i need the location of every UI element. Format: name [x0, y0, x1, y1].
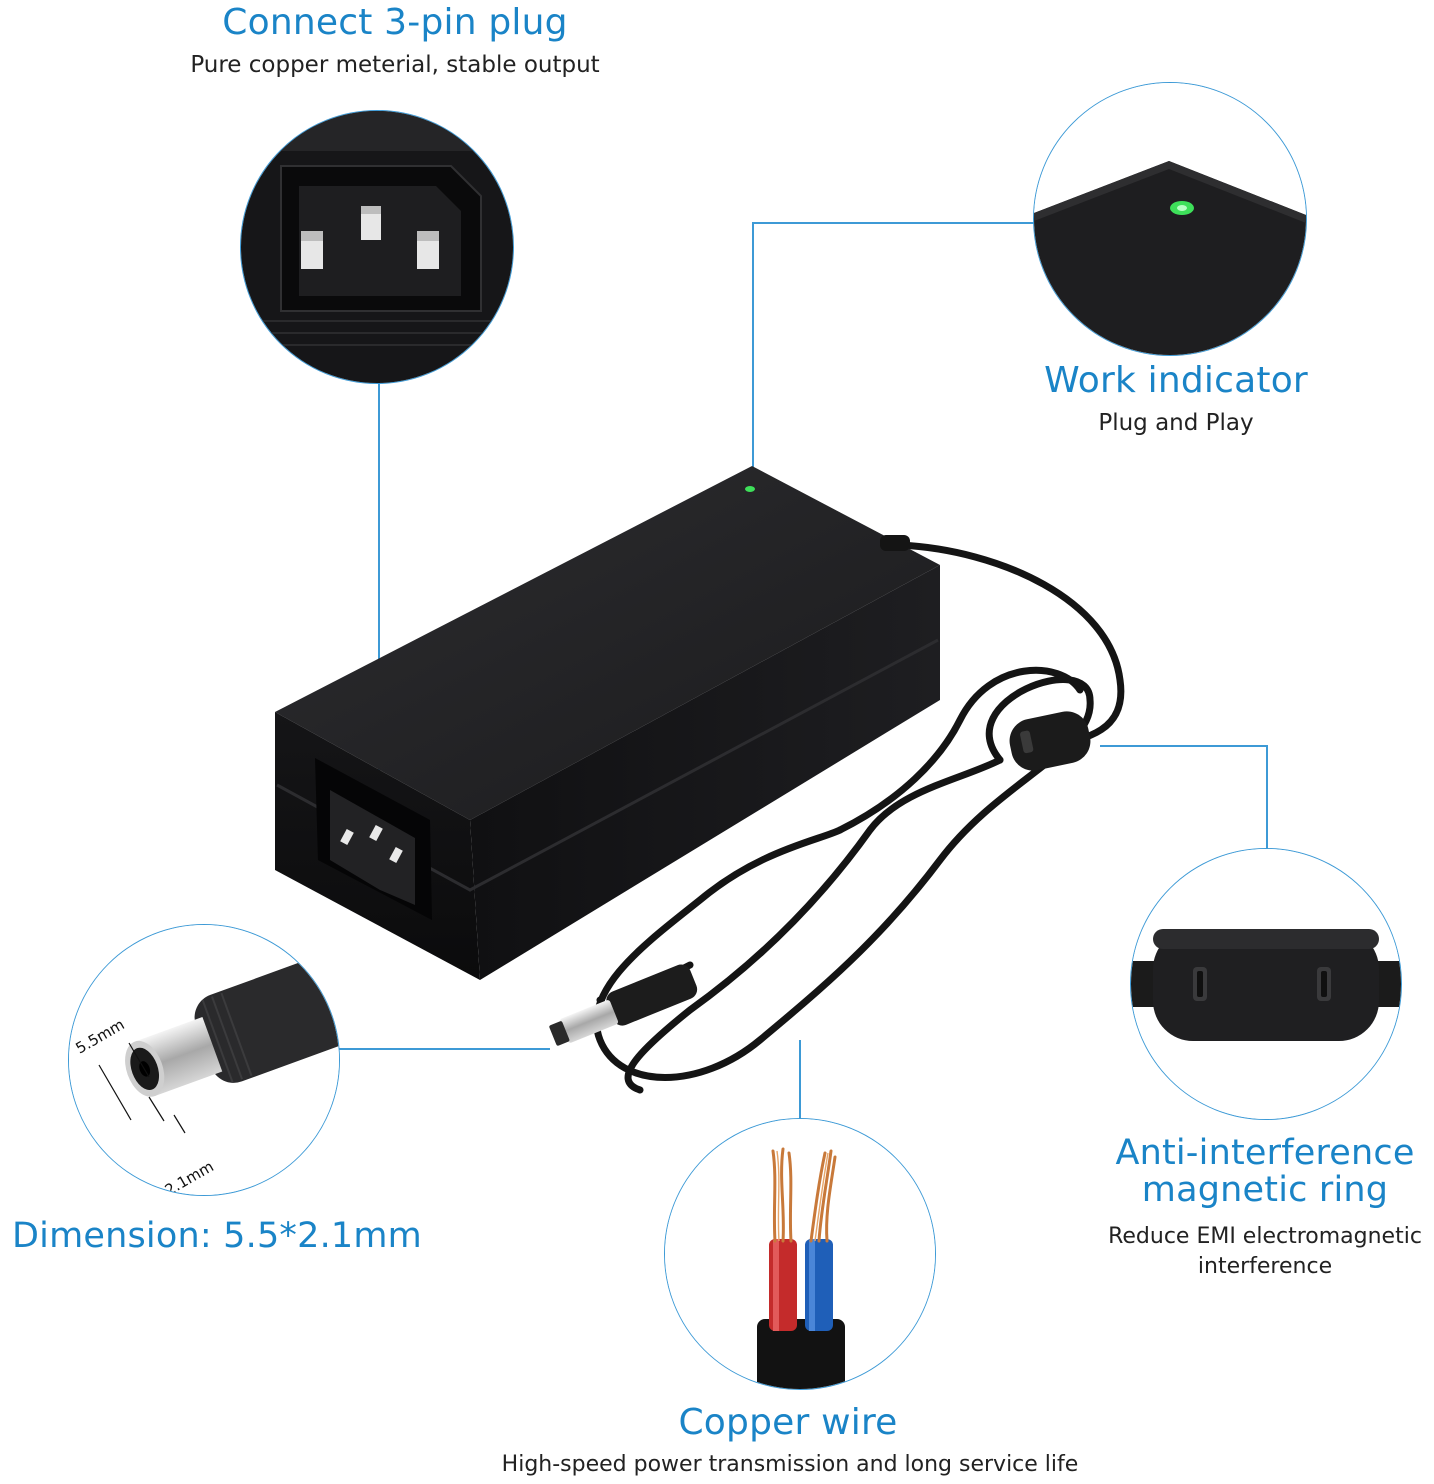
- dc-plug: [549, 964, 698, 1046]
- ring-feature-subtitle-line2: interference: [1197, 1254, 1333, 1279]
- ring-callout-line-v: [1266, 745, 1268, 849]
- ring-callout-line-h: [1100, 745, 1266, 747]
- dc-cable: [593, 541, 1125, 1094]
- ring-closeup-circle: [1130, 848, 1402, 1120]
- green-led-closeup-icon: [1034, 83, 1306, 355]
- indicator-feature-subtitle: Plug and Play: [1098, 410, 1254, 436]
- copper-closeup-circle: [664, 1118, 936, 1390]
- indicator-feature-title: Work indicator: [1044, 360, 1308, 401]
- dimension-closeup-circle: 5.5mm 2.1mm: [68, 924, 340, 1196]
- dimension-callout-line: [336, 1048, 550, 1050]
- plug-closeup-circle: [240, 110, 514, 384]
- adapter-body: [275, 466, 940, 980]
- copper-callout-line: [799, 1040, 801, 1120]
- iec-plug-closeup-icon: [241, 111, 513, 383]
- indicator-callout-line-h: [752, 222, 1036, 224]
- plug-feature-title: Connect 3-pin plug: [222, 2, 568, 43]
- copper-feature-subtitle: High-speed power transmission and long s…: [501, 1452, 1079, 1477]
- copper-wire-closeup-icon: [665, 1119, 935, 1389]
- plug-feature-subtitle: Pure copper meterial, stable output: [190, 52, 600, 78]
- plug-callout-line: [378, 378, 380, 828]
- ring-feature-title-line1: Anti-interference: [1115, 1133, 1415, 1173]
- dc-barrel-connector-closeup-icon: 5.5mm 2.1mm: [69, 925, 339, 1195]
- indicator-callout-line-v: [752, 222, 754, 484]
- ring-feature-title-line2: magnetic ring: [1141, 1170, 1389, 1210]
- ferrite-bead: [1009, 711, 1091, 771]
- copper-feature-title: Copper wire: [678, 1402, 898, 1443]
- ring-feature-subtitle-line1: Reduce EMI electromagnetic: [1108, 1224, 1422, 1249]
- ferrite-bead-closeup-icon: [1131, 849, 1401, 1119]
- dimension-feature-title: Dimension: 5.5*2.1mm: [12, 1216, 422, 1256]
- indicator-closeup-circle: [1033, 82, 1307, 356]
